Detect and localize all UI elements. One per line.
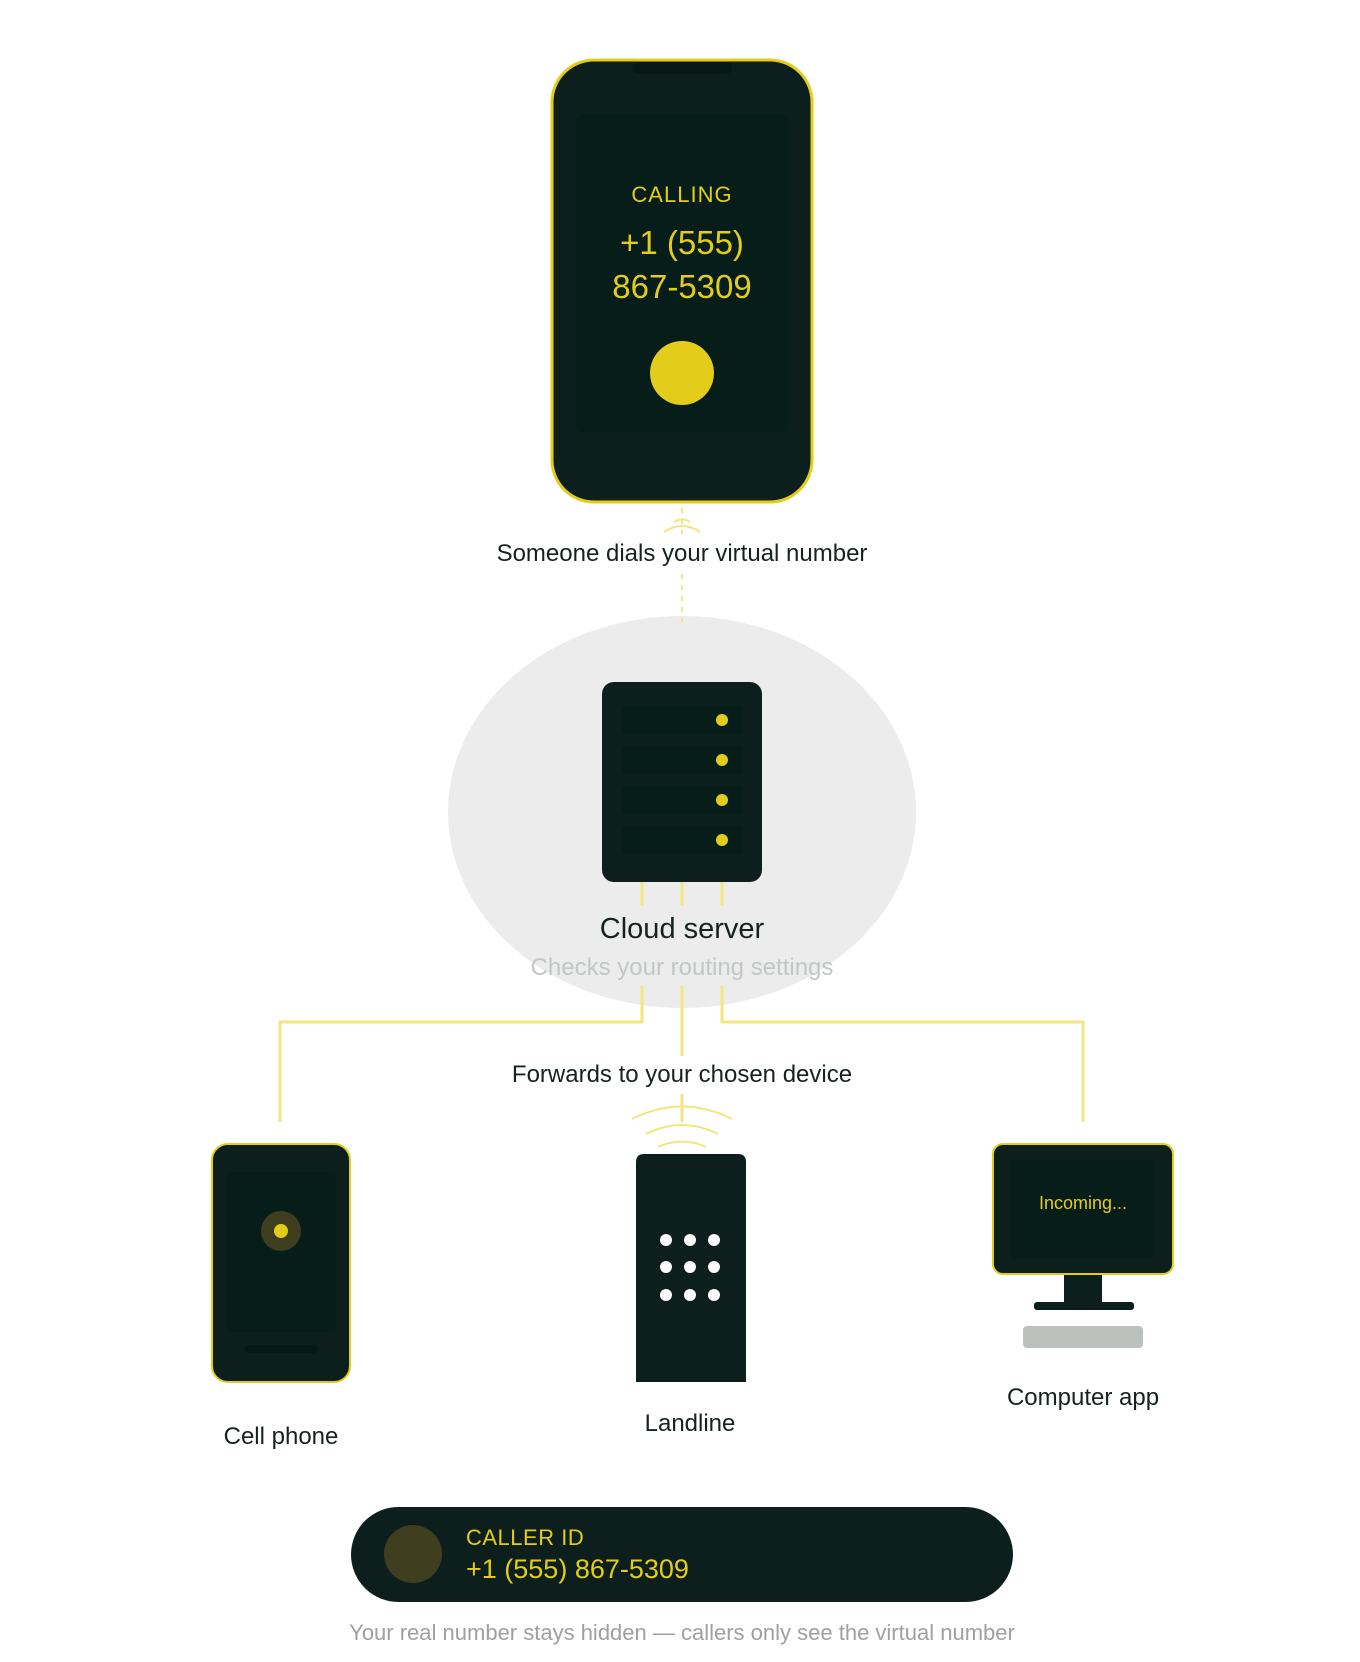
caller-phone: CALLING +1 (555) 867-5309: [550, 58, 814, 504]
server-led-4: [716, 834, 728, 846]
incoming-call-text: Incoming...: [1039, 1193, 1127, 1213]
routing-lines: [278, 986, 1085, 1122]
landline-device[interactable]: [636, 1154, 746, 1382]
caller-id-banner: CALLER ID +1 (555) 867-5309: [351, 1507, 1013, 1602]
server-icon: [602, 682, 762, 882]
caller-id-label: CALLER ID: [466, 1525, 584, 1550]
server-slot-1: [622, 706, 742, 734]
calling-status: CALLING: [631, 182, 732, 207]
server-slot-2: [622, 746, 742, 774]
server-subtitle: Checks your routing settings: [531, 954, 834, 981]
cell-phone-screen: [226, 1172, 336, 1332]
answer-button[interactable]: [650, 341, 714, 405]
step-dial-label: Someone dials your virtual number: [497, 540, 868, 567]
caller-avatar: [384, 1525, 442, 1583]
cell-phone-home-bar: [244, 1345, 318, 1353]
caller-id-pill: [351, 1507, 1013, 1602]
computer-device[interactable]: Incoming...: [992, 1143, 1174, 1348]
route-to-cell: [278, 986, 644, 1122]
cell-phone-label: Cell phone: [224, 1423, 339, 1450]
server-led-1: [716, 714, 728, 726]
server-led-2: [716, 754, 728, 766]
landline-label: Landline: [645, 1410, 736, 1437]
monitor-base: [1034, 1302, 1134, 1310]
server-led-3: [716, 794, 728, 806]
privacy-note: Your real number stays hidden — callers …: [349, 1620, 1015, 1645]
caller-phone-notch: [632, 62, 732, 74]
landline-keypad: [660, 1234, 720, 1301]
cell-phone-device[interactable]: [211, 1143, 351, 1383]
keyboard-icon: [1023, 1326, 1143, 1348]
route-to-computer: [720, 986, 1085, 1122]
caller-phone-screen: [576, 114, 788, 432]
computer-label: Computer app: [1007, 1384, 1159, 1411]
landline-signal-icon: [631, 1105, 733, 1148]
monitor-neck: [1064, 1275, 1102, 1305]
step-forward-label: Forwards to your chosen device: [512, 1061, 852, 1088]
ringing-dot-icon: [274, 1224, 288, 1238]
calling-number-line2: 867-5309: [612, 268, 751, 305]
calling-number-line1: +1 (555): [620, 224, 744, 261]
server-slot-3: [622, 786, 742, 814]
caller-id-number: +1 (555) 867-5309: [466, 1554, 689, 1584]
server-title: Cloud server: [600, 913, 765, 945]
server-slot-4: [622, 826, 742, 854]
monitor-screen: [1011, 1160, 1155, 1258]
server-output-lines: [640, 882, 724, 906]
